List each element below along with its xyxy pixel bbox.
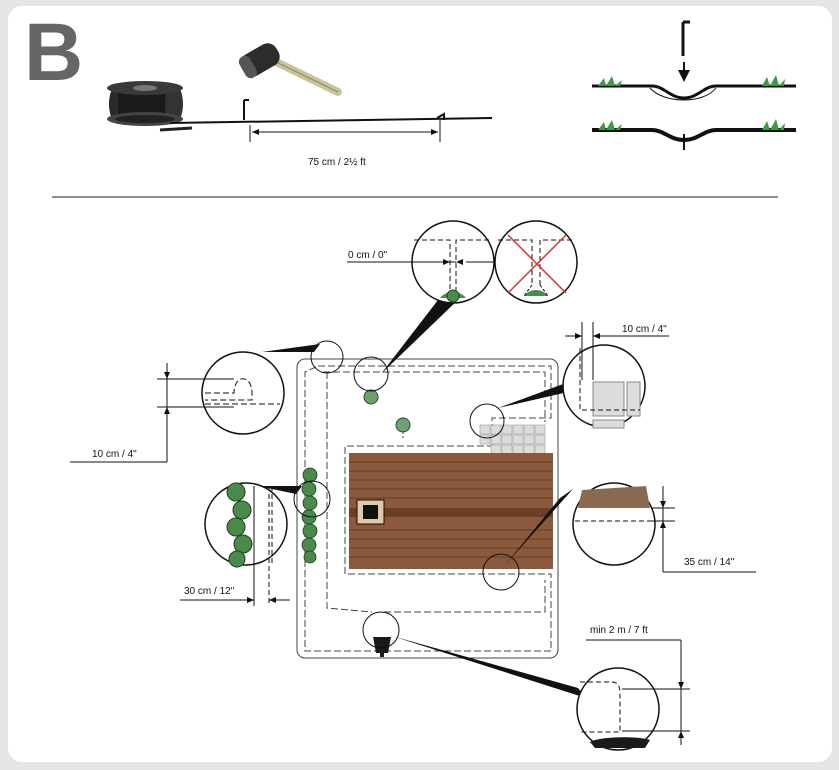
peg-spacing-label: 75 cm / 2½ ft (308, 157, 366, 168)
pond-distance-label: min 2 m / 7 ft (590, 625, 648, 636)
callout-pointers (258, 296, 586, 698)
section-letter: B (24, 7, 84, 98)
house-roof (349, 453, 553, 569)
paving-tiles (479, 424, 546, 455)
mallet-icon (238, 43, 342, 96)
peg-icon (243, 99, 445, 120)
detail-hedge-distance (180, 482, 290, 606)
wire-reel-icon (107, 81, 183, 126)
pond-icon (373, 637, 391, 657)
tiles-distance-label: 10 cm / 4" (622, 324, 667, 335)
detail-forbidden (494, 220, 578, 304)
corner-distance-label: 10 cm / 4" (92, 449, 137, 460)
boundary-wire-line (159, 117, 493, 132)
detail-pond-distance (576, 639, 690, 751)
detail-markers (293, 340, 520, 649)
step-distance-label: 35 cm / 14" (684, 557, 735, 568)
zero-distance-label: 0 cm / 0" (348, 250, 388, 261)
detail-step-distance (572, 482, 756, 573)
detail-zero-distance (347, 220, 496, 304)
grass-icon (598, 75, 785, 130)
peg-spacing-dimension (249, 120, 441, 142)
shrub-icon (363, 389, 411, 440)
detail-paving-distance (562, 322, 669, 429)
peg-insertion-detail (592, 20, 796, 150)
hedge-distance-label: 30 cm / 12" (184, 586, 235, 597)
detail-corner-wire (70, 351, 285, 463)
